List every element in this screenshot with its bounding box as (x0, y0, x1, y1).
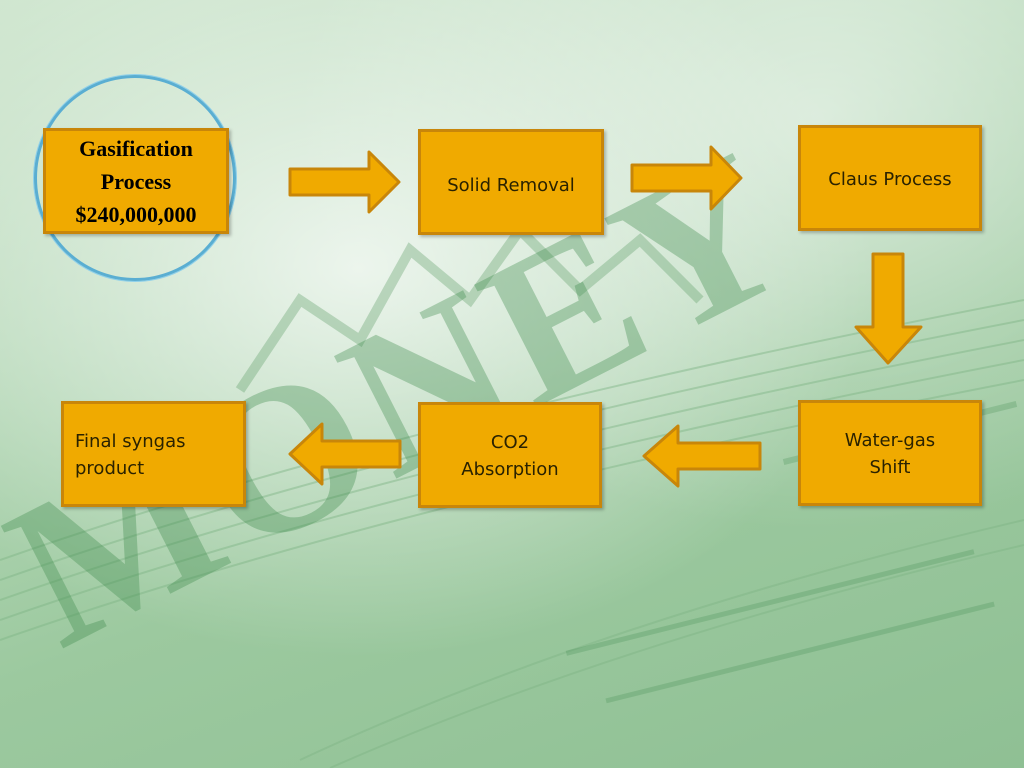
arrow-left-icon (642, 424, 762, 488)
arrow-down-icon (854, 252, 923, 365)
node-label: CO2 Absorption (461, 432, 559, 480)
node-label: Final syngas product (75, 431, 186, 479)
node-label: Gasification Process $240,000,000 (75, 135, 197, 227)
node-claus-process: Claus Process (798, 125, 982, 231)
node-solid-removal: Solid Removal (418, 129, 604, 235)
arrow-left-icon (288, 422, 402, 486)
node-label: Solid Removal (447, 175, 575, 196)
arrow-right-icon (630, 145, 743, 211)
node-label: Claus Process (828, 169, 952, 190)
node-co2-absorption: CO2 Absorption (418, 402, 602, 508)
arrow-right-icon (288, 150, 401, 214)
node-final-syngas-product: Final syngas product (61, 401, 246, 507)
node-label: Water-gas Shift (844, 430, 936, 478)
node-water-gas-shift: Water-gas Shift (798, 400, 982, 506)
highlight-circle (34, 75, 236, 281)
node-gasification-process: Gasification Process $240,000,000 (43, 128, 229, 234)
